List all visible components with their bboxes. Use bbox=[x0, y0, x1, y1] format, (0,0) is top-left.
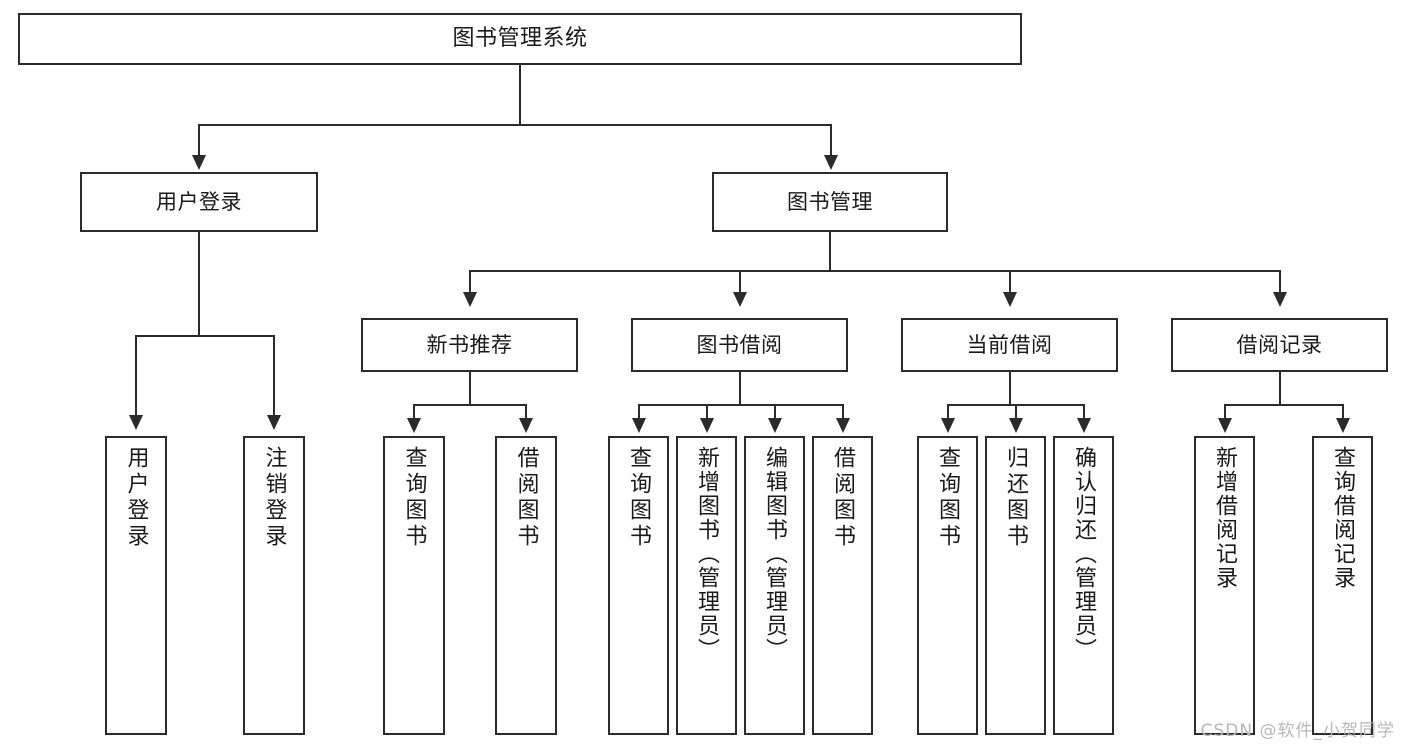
leaf-current-borrow-query-book[interactable]: 查询图书 bbox=[917, 436, 978, 735]
connector-book-management-bus bbox=[469, 270, 1280, 272]
connector-current-borrow-leaf2 bbox=[1015, 404, 1017, 420]
node-label: 当前借阅 bbox=[966, 332, 1053, 357]
arrowhead-book-borrow-leaf-1 bbox=[632, 418, 646, 433]
leaf-label: 借阅图书 bbox=[513, 446, 539, 550]
leaf-label: 借阅图书 bbox=[830, 446, 856, 550]
connector-book-borrow-stem bbox=[739, 372, 741, 405]
leaf-user-login-logout[interactable]: 注销登录 bbox=[243, 436, 305, 735]
leaf-current-borrow-return-book[interactable]: 归还图书 bbox=[985, 436, 1046, 735]
arrowhead-borrow-record-leaf-1 bbox=[1218, 418, 1232, 433]
connector-bm-to-new-book bbox=[469, 270, 471, 294]
arrowhead-bm-to-borrow-record bbox=[1273, 292, 1287, 307]
arrowhead-bm-to-book-borrow bbox=[733, 292, 747, 307]
node-book-borrow[interactable]: 图书借阅 bbox=[631, 318, 848, 372]
connector-book-borrow-leaf1 bbox=[638, 404, 640, 420]
arrowhead-current-borrow-leaf-3 bbox=[1077, 418, 1091, 433]
node-root-book-management-system[interactable]: 图书管理系统 bbox=[18, 13, 1022, 65]
node-label: 新书推荐 bbox=[426, 332, 513, 357]
connector-bm-to-book-borrow bbox=[739, 270, 741, 294]
leaf-user-login-login[interactable]: 用户登录 bbox=[105, 436, 167, 735]
connector-book-borrow-bus bbox=[638, 404, 843, 406]
leaf-borrow-record-query-record[interactable]: 查询借阅记录 bbox=[1312, 436, 1373, 735]
leaf-label: 新增图书（管理员） bbox=[694, 446, 720, 662]
connector-user-login-right bbox=[273, 335, 275, 417]
connector-root-to-book-management bbox=[830, 124, 832, 157]
connector-book-management-stem bbox=[829, 232, 831, 271]
arrowhead-new-book-leaf-2 bbox=[519, 418, 533, 433]
csdn-watermark: CSDN @软件_小贺同学 bbox=[1200, 721, 1395, 741]
leaf-book-borrow-edit-book-admin[interactable]: 编辑图书（管理员） bbox=[744, 436, 805, 735]
leaf-book-borrow-query-book[interactable]: 查询图书 bbox=[608, 436, 669, 735]
leaf-book-borrow-add-book-admin[interactable]: 新增图书（管理员） bbox=[676, 436, 737, 735]
node-label: 图书管理 bbox=[787, 189, 873, 214]
leaf-book-borrow-borrow-book[interactable]: 借阅图书 bbox=[812, 436, 873, 735]
arrowhead-root-to-book-management bbox=[824, 155, 838, 170]
connector-bm-to-current-borrow bbox=[1009, 270, 1011, 294]
arrowhead-user-login-leaf-2 bbox=[267, 415, 281, 430]
arrowhead-bm-to-new-book bbox=[463, 292, 477, 307]
connector-book-borrow-leaf3 bbox=[774, 404, 776, 420]
node-label: 借阅记录 bbox=[1236, 332, 1323, 357]
node-label: 图书借阅 bbox=[696, 332, 783, 357]
arrowhead-borrow-record-leaf-2 bbox=[1336, 418, 1350, 433]
arrowhead-book-borrow-leaf-4 bbox=[836, 418, 850, 433]
arrowhead-new-book-leaf-1 bbox=[407, 418, 421, 433]
leaf-label: 用户登录 bbox=[123, 446, 149, 550]
connector-borrow-record-bus bbox=[1224, 404, 1343, 406]
node-current-borrow[interactable]: 当前借阅 bbox=[901, 318, 1118, 372]
arrowhead-current-borrow-leaf-1 bbox=[941, 418, 955, 433]
leaf-new-book-query-book[interactable]: 查询图书 bbox=[383, 436, 445, 735]
connector-new-book-bus bbox=[413, 404, 526, 406]
node-borrow-record[interactable]: 借阅记录 bbox=[1171, 318, 1388, 372]
node-user-login[interactable]: 用户登录 bbox=[80, 172, 318, 232]
arrowhead-root-to-user-login bbox=[192, 155, 206, 170]
connector-root-stem bbox=[519, 65, 521, 125]
connector-borrow-record-leaf1 bbox=[1224, 404, 1226, 420]
arrowhead-bm-to-current-borrow bbox=[1003, 292, 1017, 307]
connector-book-borrow-leaf4 bbox=[842, 404, 844, 420]
connector-bm-to-borrow-record bbox=[1279, 270, 1281, 294]
leaf-label: 归还图书 bbox=[1003, 446, 1029, 550]
connector-root-to-user-login bbox=[198, 124, 200, 157]
connector-book-borrow-leaf2 bbox=[706, 404, 708, 420]
leaf-label: 确认归还（管理员） bbox=[1071, 446, 1097, 662]
arrowhead-current-borrow-leaf-2 bbox=[1009, 418, 1023, 433]
connector-new-book-leaf2 bbox=[525, 404, 527, 420]
leaf-borrow-record-add-record[interactable]: 新增借阅记录 bbox=[1194, 436, 1255, 735]
connector-borrow-record-stem bbox=[1279, 372, 1281, 405]
connector-new-book-leaf1 bbox=[413, 404, 415, 420]
connector-current-borrow-leaf3 bbox=[1083, 404, 1085, 420]
connector-root-bus bbox=[198, 124, 831, 126]
connector-user-login-left bbox=[135, 335, 137, 417]
connector-user-login-stem bbox=[198, 232, 200, 336]
node-new-book-recommend[interactable]: 新书推荐 bbox=[361, 318, 578, 372]
node-book-management[interactable]: 图书管理 bbox=[712, 172, 948, 232]
arrowhead-book-borrow-leaf-2 bbox=[700, 418, 714, 433]
connector-current-borrow-stem bbox=[1009, 372, 1011, 405]
connector-current-borrow-leaf1 bbox=[947, 404, 949, 420]
leaf-label: 新增借阅记录 bbox=[1212, 446, 1238, 590]
leaf-label: 查询图书 bbox=[626, 446, 652, 550]
arrowhead-book-borrow-leaf-3 bbox=[768, 418, 782, 433]
leaf-label: 查询图书 bbox=[935, 446, 961, 550]
connector-borrow-record-leaf2 bbox=[1342, 404, 1344, 420]
arrowhead-user-login-leaf-1 bbox=[129, 415, 143, 430]
leaf-label: 查询图书 bbox=[401, 446, 427, 550]
leaf-label: 注销登录 bbox=[261, 446, 287, 550]
connector-user-login-bus bbox=[135, 335, 274, 337]
leaf-label: 编辑图书（管理员） bbox=[762, 446, 788, 662]
leaf-label: 查询借阅记录 bbox=[1330, 446, 1356, 590]
node-label: 图书管理系统 bbox=[452, 26, 588, 52]
leaf-current-borrow-confirm-return-admin[interactable]: 确认归还（管理员） bbox=[1053, 436, 1114, 735]
connector-new-book-stem bbox=[469, 372, 471, 405]
node-label: 用户登录 bbox=[156, 189, 242, 214]
leaf-new-book-borrow-book[interactable]: 借阅图书 bbox=[495, 436, 557, 735]
